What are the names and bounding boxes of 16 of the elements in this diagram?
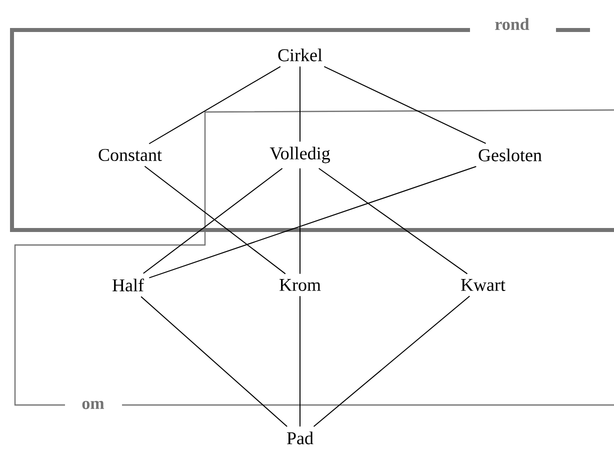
term-label: Volledig [270,146,330,164]
term-label: Kwart [461,279,506,291]
term-label: Constant [98,148,162,162]
term-label: Half [112,278,144,292]
term-label: Gesloten [478,148,542,162]
term-label: Cirkel [278,48,322,62]
connector-line [324,66,486,144]
term-label: Krom [280,279,321,291]
connector-line [140,296,288,427]
region-label: om [82,400,104,410]
region-label: rond [495,18,530,30]
connector-line [148,66,281,144]
connector-line [148,166,477,278]
connector-line [318,168,468,274]
connector-line [313,296,470,427]
term-label: Pad [287,432,314,444]
